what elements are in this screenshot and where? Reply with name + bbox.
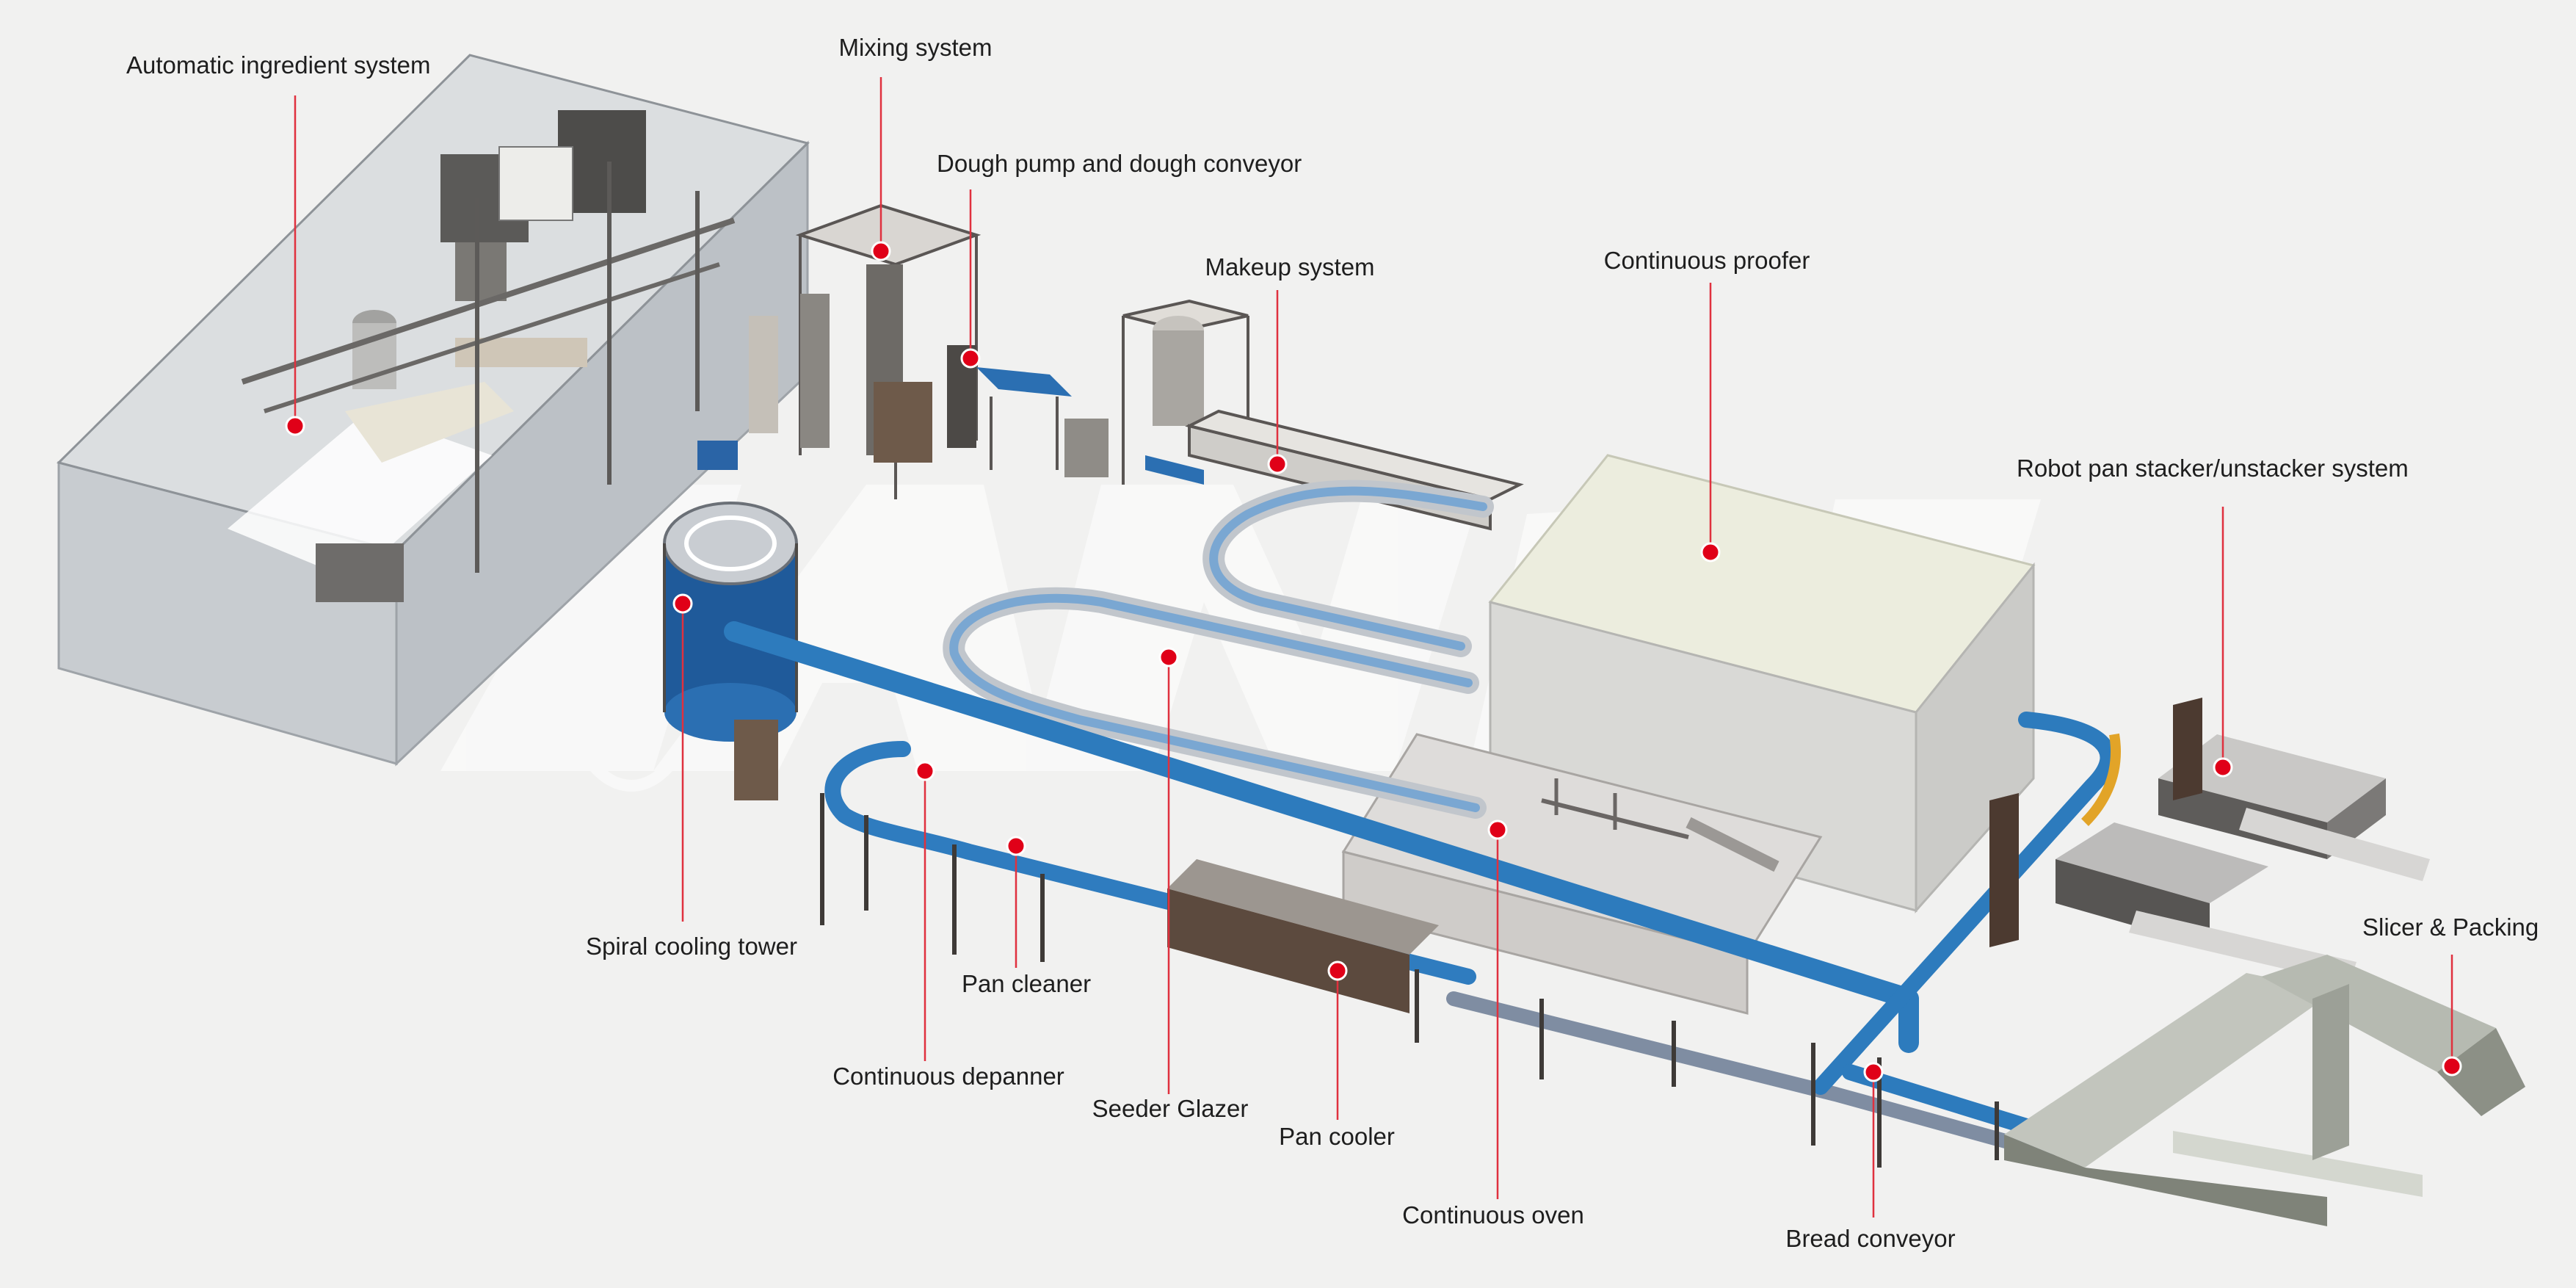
marker-depanner (915, 761, 935, 781)
marker-oven (1487, 820, 1508, 840)
marker-slicer (2442, 1056, 2462, 1077)
label-pan-cleaner: Pan cleaner (961, 970, 1092, 997)
marker-pan-cleaner (1006, 836, 1026, 856)
conveyor-belts (724, 480, 2116, 1160)
marker-makeup (1267, 454, 1288, 474)
label-makeup-system: Makeup system (1205, 253, 1375, 281)
label-bread-conveyor: Bread conveyor (1785, 1225, 1956, 1252)
label-seeder-glazer: Seeder Glazer (1092, 1095, 1249, 1122)
label-pan-cooler: Pan cooler (1279, 1123, 1395, 1150)
label-robot-pan-stacker: Robot pan stacker/unstacker system (2017, 455, 2409, 482)
label-dough-pump-conveyor: Dough pump and dough conveyor (937, 150, 1302, 177)
markers (285, 241, 2462, 1082)
marker-bread-conveyor (1863, 1062, 1884, 1082)
pan-cooler-unit (1167, 859, 1439, 1013)
label-continuous-proofer: Continuous proofer (1603, 247, 1810, 274)
spiral-tower (663, 502, 798, 800)
label-mixing-system: Mixing system (838, 34, 993, 61)
slicer-packing-unit (2004, 955, 2525, 1226)
label-continuous-depanner: Continuous depanner (832, 1063, 1064, 1090)
marker-pan-cooler (1327, 960, 1348, 981)
marker-dough-pump (960, 348, 981, 369)
label-automatic-ingredient-system: Automatic ingredient system (126, 51, 431, 79)
marker-seeder (1158, 647, 1179, 667)
marker-proofer (1700, 542, 1721, 562)
marker-spiral (672, 593, 693, 614)
marker-mixing (871, 241, 891, 261)
leader-lines (294, 77, 2453, 1218)
label-slicer-packing: Slicer & Packing (2362, 913, 2539, 941)
oven-enclosure (1341, 733, 1823, 1015)
marker-automatic-ingredient (285, 416, 305, 436)
label-spiral-cooling-tower: Spiral cooling tower (586, 933, 797, 960)
marker-robot (2213, 757, 2233, 778)
ingredient-building (57, 54, 810, 767)
label-continuous-oven: Continuous oven (1402, 1201, 1584, 1229)
